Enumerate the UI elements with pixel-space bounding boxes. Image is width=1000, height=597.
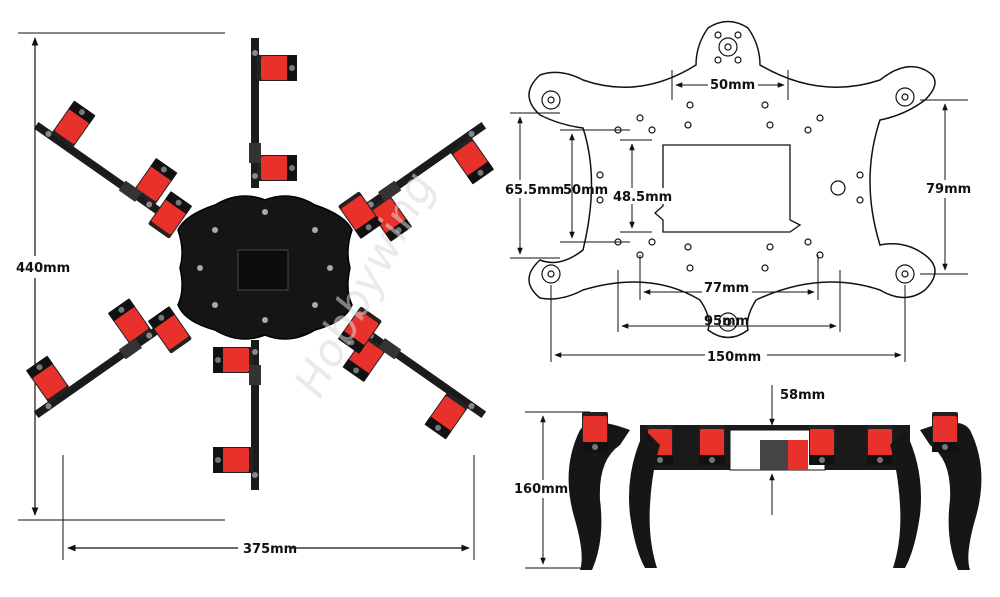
side-right-leg bbox=[920, 422, 982, 570]
dim-50mm-top: 50mm bbox=[710, 78, 755, 93]
dim-77mm: 77mm bbox=[704, 281, 749, 296]
side-view: 160mm 58mm bbox=[513, 385, 982, 570]
dim-48-5mm: 48.5mm bbox=[613, 190, 672, 205]
plate-outline bbox=[528, 20, 936, 339]
plate-center-cutout bbox=[654, 144, 802, 233]
dim-65-5mm: 65.5mm bbox=[505, 183, 564, 198]
top-width-label: 375mm bbox=[243, 542, 297, 557]
top-height-label: 440mm bbox=[16, 261, 70, 276]
dim-50mm-left: 50mm bbox=[563, 183, 608, 198]
dim-58mm: 58mm bbox=[780, 388, 825, 403]
plate-drawing: 50mm 65.5mm 50mm 48.5mm 79mm 77mm 95mm 1… bbox=[504, 20, 971, 365]
top-view: 440mm 375mm bbox=[12, 32, 508, 560]
dim-150mm: 150mm bbox=[707, 350, 761, 365]
dim-79mm: 79mm bbox=[926, 182, 971, 197]
dim-95mm: 95mm bbox=[704, 314, 749, 329]
dim-160mm: 160mm bbox=[514, 482, 568, 497]
side-left-leg bbox=[568, 422, 630, 570]
